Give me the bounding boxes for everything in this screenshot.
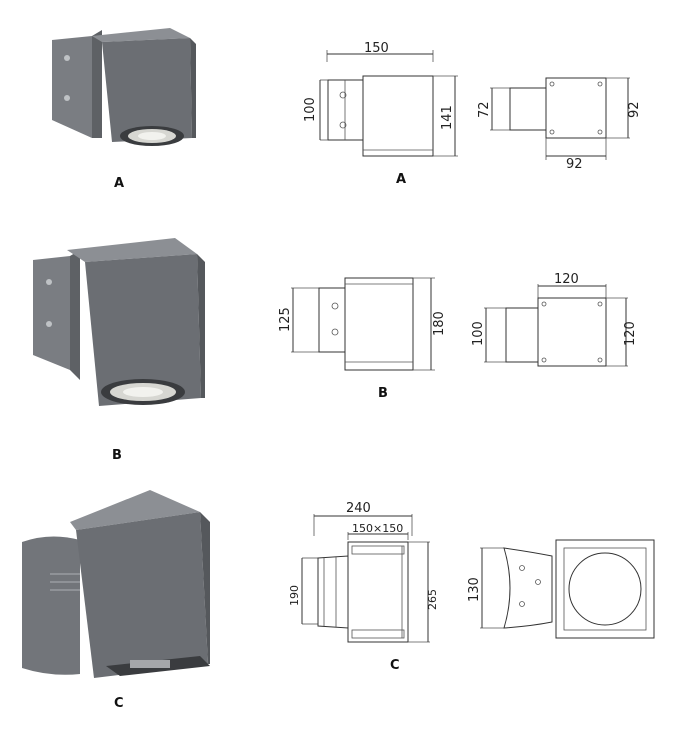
- product-section-c: C 240 150×150 190 265 C 130: [0, 470, 681, 749]
- product-section-a: A 150 100 141 A 72 92: [0, 0, 681, 200]
- product-photo-a: [52, 28, 196, 146]
- dim-bracket-h-b: 125: [278, 307, 293, 332]
- photo-label-b: B: [112, 448, 122, 463]
- dim-width-c: 240: [346, 501, 371, 516]
- dim-box-c: 150×150: [352, 522, 403, 535]
- dim-top-w-b: 120: [554, 272, 579, 287]
- drawing-label-a: A: [396, 172, 407, 187]
- product-section-b: B 125 180 B 120 100 120: [0, 200, 681, 470]
- photo-label-c: C: [114, 696, 124, 711]
- dim-bracket-h-c: 190: [288, 585, 301, 606]
- dim-top-h-a: 92: [627, 101, 642, 118]
- dim-bracket-w-a: 72: [477, 101, 492, 118]
- dim-height-b: 180: [432, 311, 447, 336]
- product-photo-c: [22, 490, 210, 678]
- top-drawing-b: 120 100 120: [471, 272, 638, 367]
- drawing-label-c: C: [390, 658, 400, 673]
- front-drawing-c: 130: [467, 539, 655, 639]
- dim-top-h-b: 120: [623, 321, 638, 346]
- photo-label-a: A: [114, 176, 125, 191]
- dim-top-w-a: 92: [566, 157, 583, 172]
- dim-bracket-w-b: 100: [471, 321, 486, 346]
- dim-width-a: 150: [364, 41, 389, 56]
- dim-side-h-c: 130: [467, 577, 482, 602]
- drawing-label-b: B: [378, 386, 388, 401]
- dim-height-a: 141: [440, 105, 455, 130]
- side-drawing-a: 150 100 141: [303, 41, 458, 157]
- dim-bracket-h-a: 100: [303, 97, 318, 122]
- product-photo-b: [33, 238, 205, 406]
- side-drawing-b: 125 180: [278, 277, 447, 371]
- side-drawing-c: 240 150×150 190 265: [288, 501, 439, 643]
- top-drawing-a: 72 92 92: [477, 77, 642, 172]
- dim-height-c: 265: [426, 589, 439, 610]
